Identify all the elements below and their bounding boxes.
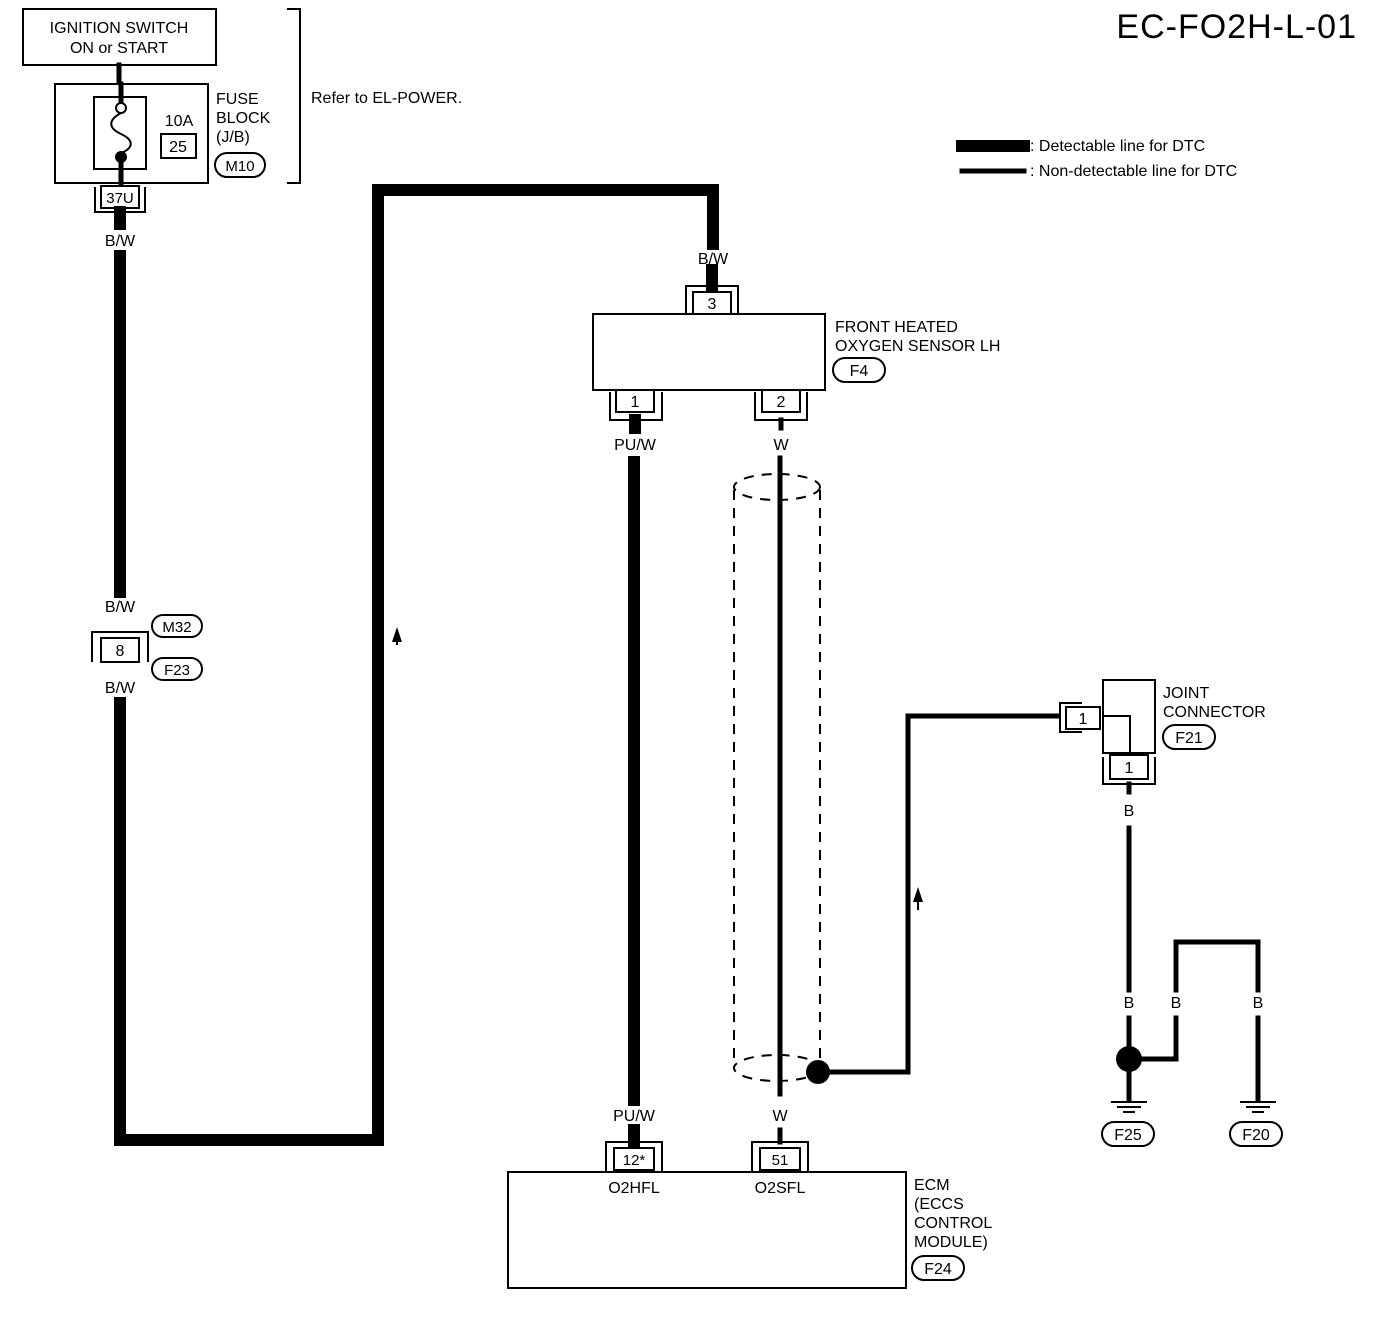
fuse-element-icon: [110, 112, 132, 154]
ignition-switch-line2: ON or START: [70, 40, 168, 57]
wire-color-w-1: W: [773, 437, 789, 454]
ground-left: F25: [1101, 1101, 1155, 1147]
sensor-label-1: FRONT HEATED: [835, 319, 958, 336]
ecm-pin-heater-name: O2HFL: [608, 1180, 660, 1197]
ignition-switch-line1: IGNITION SWITCH: [50, 20, 189, 37]
fuse-amp: 10A: [165, 113, 194, 130]
harness-pin: 8: [116, 643, 125, 660]
legend-non-detectable-text: : Non-detectable line for DTC: [1030, 163, 1237, 180]
wire-color-puw-1: PU/W: [614, 437, 657, 454]
fuse-number: 25: [169, 139, 187, 156]
ecm-label-1: ECM: [914, 1177, 950, 1194]
harness-connector: 8 M32 F23: [91, 614, 203, 681]
current-arrow-right-icon: [913, 887, 923, 902]
wire-color-b-1: B: [1124, 803, 1135, 820]
sensor-pin-power: 3: [708, 296, 717, 313]
wire-color-bw-4: B/W: [698, 251, 729, 268]
wire-color-b-2: B: [1124, 995, 1135, 1012]
wire-bw-loop: [114, 184, 719, 1146]
oxygen-sensor: 3 FRONT HEATED OXYGEN SENSOR LH F4 1 2: [592, 264, 1000, 421]
wire-color-b-4: B: [1253, 995, 1264, 1012]
wire-color-bw-3: B/W: [105, 680, 136, 697]
wire-color-bw-2: B/W: [105, 599, 136, 616]
ground-right: F20: [1229, 1101, 1283, 1147]
wire-color-bw-1: B/W: [105, 233, 136, 250]
ecm-label-4: MODULE): [914, 1234, 988, 1251]
joint-connector-oval: [1162, 724, 1216, 750]
harness-upper-id: M32: [162, 619, 191, 636]
oxygen-sensor-box: [592, 313, 826, 391]
ignition-switch-box: [22, 8, 217, 66]
ecm-connector-oval: [911, 1255, 965, 1281]
fuse-terminal-37u: 37U: [94, 185, 146, 230]
wire-color-puw-2: PU/W: [613, 1108, 656, 1125]
joint-label-2: CONNECTOR: [1163, 704, 1266, 721]
joint-pin-bottom: 1: [1125, 760, 1134, 777]
ecm-connector-id: F24: [924, 1261, 952, 1278]
fuse-block: 10A 25 FUSE BLOCK (J/B) M10 Refer to EL-…: [54, 8, 462, 186]
ignition-switch: IGNITION SWITCH ON or START: [22, 8, 217, 66]
sensor-pin-heater: 1: [631, 394, 640, 411]
ecm-label-2: (ECCS: [914, 1196, 964, 1213]
wire-color-b-3: B: [1171, 995, 1182, 1012]
ecm-label-3: CONTROL: [914, 1215, 992, 1232]
ecm-box: [507, 1171, 907, 1289]
current-arrow-left-icon: [392, 627, 402, 642]
fuse-terminal-label: 37U: [106, 190, 134, 207]
joint-connector-id: F21: [1175, 730, 1203, 747]
refer-note: Refer to EL-POWER.: [311, 90, 462, 107]
diagram-code: EC-FO2H-L-01: [1116, 8, 1357, 46]
shield-splice: [806, 1060, 830, 1084]
fuse-number-box: [160, 133, 197, 159]
fuse-connector-oval: [214, 152, 266, 178]
sensor-pin-signal: 2: [777, 394, 786, 411]
ecm-pin-heater: 12*: [623, 1152, 646, 1169]
harness-upper-oval: [151, 614, 203, 638]
joint-label-1: JOINT: [1163, 685, 1209, 702]
ecm: 12* 51 O2HFL O2SFL ECM (ECCS CONTROL MOD…: [507, 1141, 992, 1289]
joint-connector: 1 JOINT CONNECTOR F21 1: [1059, 679, 1266, 785]
sensor-connector-id: F4: [850, 363, 869, 380]
ecm-pin-signal-name: O2SFL: [755, 1180, 806, 1197]
joint-pin-side: 1: [1079, 711, 1088, 728]
harness-lower-id: F23: [164, 662, 190, 679]
shield: [733, 473, 821, 1082]
fuse-connector-id: M10: [225, 158, 254, 175]
fuse-block-label-1: FUSE: [216, 91, 259, 108]
ecm-pin-signal: 51: [772, 1152, 789, 1169]
refer-bracket: [287, 8, 301, 184]
ground-splice: [1116, 1046, 1142, 1072]
wire-shield-ground: [827, 713, 1061, 1075]
legend-detectable-text: : Detectable line for DTC: [1030, 138, 1205, 155]
ground-right-id: F20: [1242, 1127, 1270, 1144]
fuse-block-label-2: BLOCK: [216, 110, 271, 127]
sensor-connector-oval: [832, 357, 886, 383]
legend: : Detectable line for DTC : Non-detectab…: [956, 138, 1237, 180]
fuse-block-label-3: (J/B): [216, 129, 250, 146]
fuse-top-terminal: [115, 102, 127, 114]
harness-lower-oval: [151, 657, 203, 681]
sensor-label-2: OXYGEN SENSOR LH: [835, 338, 1000, 355]
ground-left-id: F25: [1114, 1127, 1142, 1144]
wire-color-w-2: W: [772, 1108, 788, 1125]
